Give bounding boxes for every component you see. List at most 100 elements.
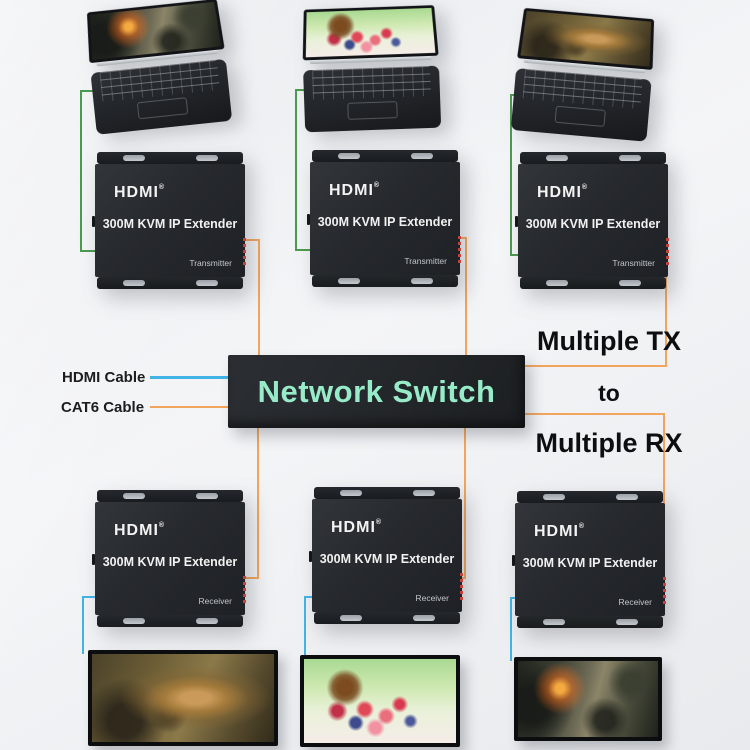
tx-extender-2: HDMI® 300M KVM IP Extender Transmitter <box>307 150 461 287</box>
screw-hole <box>615 494 638 500</box>
extender-body: HDMI® 300M KVM IP Extender Transmitter <box>515 164 669 277</box>
extender-body: HDMI® 300M KVM IP Extender Receiver <box>512 503 666 616</box>
role-label: Transmitter <box>189 258 232 268</box>
hdmi-logo: HDMI® <box>329 182 381 199</box>
model-label: 300M KVM IP Extender <box>522 556 658 570</box>
tx-extender-1: HDMI® 300M KVM IP Extender Transmitter <box>92 152 246 289</box>
hdmi-logo: HDMI® <box>534 523 586 540</box>
mounting-flange <box>312 275 458 287</box>
role-label: Transmitter <box>404 256 447 266</box>
cat6-cable-rx1 <box>245 428 259 579</box>
port-leds <box>458 236 461 263</box>
laptop-3 <box>510 4 657 142</box>
rx-extender-2: HDMI® 300M KVM IP Extender Receiver <box>309 487 463 624</box>
side-port <box>309 551 312 562</box>
mounting-flange <box>312 150 458 162</box>
screw-hole <box>122 280 145 286</box>
keyboard-keys <box>312 65 432 101</box>
multiple-tx-label: Multiple TX <box>537 326 681 356</box>
port-leds <box>243 576 246 603</box>
model-label: 300M KVM IP Extender <box>102 555 238 569</box>
multiple-rx-label: Multiple RX <box>535 428 683 458</box>
side-port <box>515 216 518 227</box>
cat6-cable-tx3-horizontal <box>525 365 667 367</box>
hdmi-display-cable-2 <box>304 596 316 659</box>
laptop-2 <box>301 2 442 133</box>
mounting-flange <box>97 490 243 502</box>
hdmi-cable-label: HDMI Cable <box>62 369 146 386</box>
mounting-flange <box>97 615 243 627</box>
port-leds <box>460 573 463 600</box>
screw-hole <box>618 280 641 286</box>
mounting-flange <box>517 616 663 628</box>
model-label: 300M KVM IP Extender <box>317 215 453 229</box>
screw-hole <box>122 618 145 624</box>
screw-hole <box>412 615 435 621</box>
mounting-flange <box>520 152 666 164</box>
screw-hole <box>195 280 218 286</box>
extender-body: HDMI® 300M KVM IP Extender Transmitter <box>92 164 246 277</box>
mounting-flange <box>517 491 663 503</box>
screw-hole <box>410 153 433 159</box>
hdmi-display-cable-1 <box>82 596 98 654</box>
trackpad <box>554 105 606 127</box>
extender-body: HDMI® 300M KVM IP Extender Receiver <box>309 499 463 612</box>
screw-hole <box>195 155 218 161</box>
role-label: Receiver <box>618 597 652 607</box>
keyboard-keys <box>522 68 643 110</box>
screw-hole <box>542 619 565 625</box>
hdmi-logo: HDMI® <box>331 519 383 536</box>
trackpad <box>347 101 398 120</box>
cat6-cable-tx3-vertical <box>665 239 667 367</box>
cat6-cable-rx3-horizontal <box>525 413 665 415</box>
hdmi-cable-legend-line <box>150 376 228 379</box>
port-leds <box>663 577 666 604</box>
role-label: Transmitter <box>612 258 655 268</box>
side-port <box>512 555 515 566</box>
cat6-cable-legend-line <box>150 406 228 408</box>
keyboard-keys <box>99 59 220 102</box>
screw-hole <box>339 615 362 621</box>
model-label: 300M KVM IP Extender <box>102 217 238 231</box>
port-leds <box>666 238 669 265</box>
monitor-1-screen <box>92 654 274 742</box>
mounting-flange <box>97 277 243 289</box>
trackpad <box>136 97 189 120</box>
laptop-2-screen <box>302 5 439 61</box>
laptop-1 <box>84 0 233 135</box>
mounting-flange <box>97 152 243 164</box>
rx-extender-3: HDMI® 300M KVM IP Extender Receiver <box>512 491 666 628</box>
side-port <box>307 214 310 225</box>
extender-body: HDMI® 300M KVM IP Extender Transmitter <box>307 162 461 275</box>
screw-hole <box>410 278 433 284</box>
screw-hole <box>122 493 145 499</box>
port-leds <box>243 238 246 265</box>
side-port <box>92 554 95 565</box>
hdmi-logo: HDMI® <box>537 184 589 201</box>
side-port <box>92 216 95 227</box>
monitor-1 <box>88 650 278 746</box>
screw-hole <box>337 278 360 284</box>
hdmi-logo: HDMI® <box>114 184 166 201</box>
screw-hole <box>337 153 360 159</box>
to-label: to <box>598 380 620 406</box>
screw-hole <box>339 490 362 496</box>
role-label: Receiver <box>415 593 449 603</box>
monitor-2 <box>300 655 460 747</box>
monitor-2-screen <box>304 659 456 743</box>
laptop-1-keyboard <box>90 58 233 135</box>
screw-hole <box>615 619 638 625</box>
screw-hole <box>412 490 435 496</box>
cat6-cable-label: CAT6 Cable <box>61 399 145 416</box>
monitor-3-screen <box>518 661 658 737</box>
screw-hole <box>195 493 218 499</box>
screw-hole <box>545 280 568 286</box>
screw-hole <box>618 155 641 161</box>
cat6-cable-tx2 <box>460 237 467 357</box>
network-switch: Network Switch <box>228 355 525 428</box>
cat6-cable-tx1 <box>245 239 260 357</box>
rx-extender-1: HDMI® 300M KVM IP Extender Receiver <box>92 490 246 627</box>
laptop-3-keyboard <box>510 68 652 142</box>
mounting-flange <box>314 612 460 624</box>
